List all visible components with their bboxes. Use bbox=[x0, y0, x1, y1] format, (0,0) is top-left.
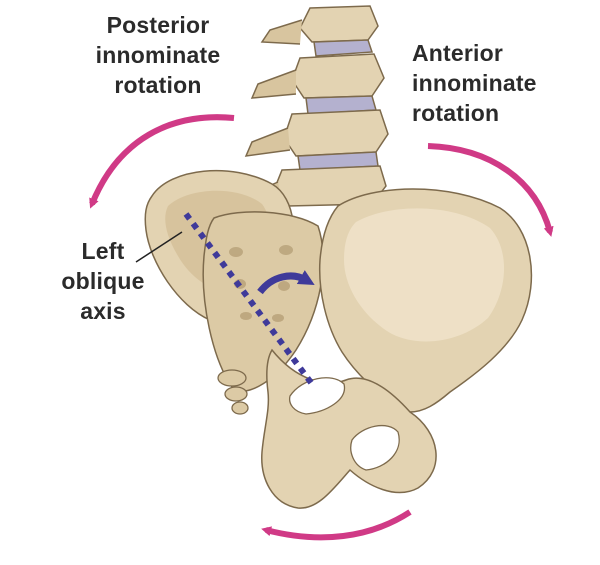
axis-pointer-line bbox=[135, 231, 183, 263]
spinous-process bbox=[244, 127, 291, 157]
coccyx bbox=[217, 369, 249, 415]
axis-label-line-3: axis bbox=[80, 298, 126, 324]
posterior-rotation-label: Posterior innominate rotation bbox=[78, 10, 238, 100]
axis-label-line-2: oblique bbox=[61, 268, 145, 294]
sacrum bbox=[202, 211, 324, 392]
anterior-label-line-1: Anterior bbox=[412, 40, 504, 66]
anterior-label-line-2: innominate bbox=[412, 70, 537, 96]
obturator-foramen-left bbox=[288, 377, 345, 415]
posterior-label-line-3: rotation bbox=[114, 72, 202, 98]
anterior-rotation-label: Anterior innominate rotation bbox=[412, 38, 582, 128]
right-ilium-fossa bbox=[344, 208, 505, 342]
spinous-process bbox=[250, 69, 297, 99]
vertebra bbox=[299, 5, 379, 43]
lumbar-spine bbox=[240, 5, 389, 211]
posterior-label-line-1: Posterior bbox=[106, 12, 210, 38]
posterior-label-line-2: innominate bbox=[95, 42, 221, 68]
vertebra bbox=[291, 53, 385, 99]
left-oblique-axis-label: Left oblique axis bbox=[48, 236, 158, 326]
bottom-rotation-arrow bbox=[261, 509, 412, 541]
spinous-process bbox=[260, 19, 303, 45]
posterior-rotation-arrow bbox=[89, 114, 235, 209]
intervertebral-disc bbox=[313, 39, 374, 57]
axis-rotation-arrow bbox=[257, 270, 315, 295]
obturator-foramen-right bbox=[350, 424, 400, 471]
vertebra bbox=[283, 109, 389, 157]
axis-label-line-1: Left bbox=[81, 238, 125, 264]
anterior-rotation-arrow bbox=[427, 143, 554, 237]
anterior-label-line-3: rotation bbox=[412, 100, 500, 126]
